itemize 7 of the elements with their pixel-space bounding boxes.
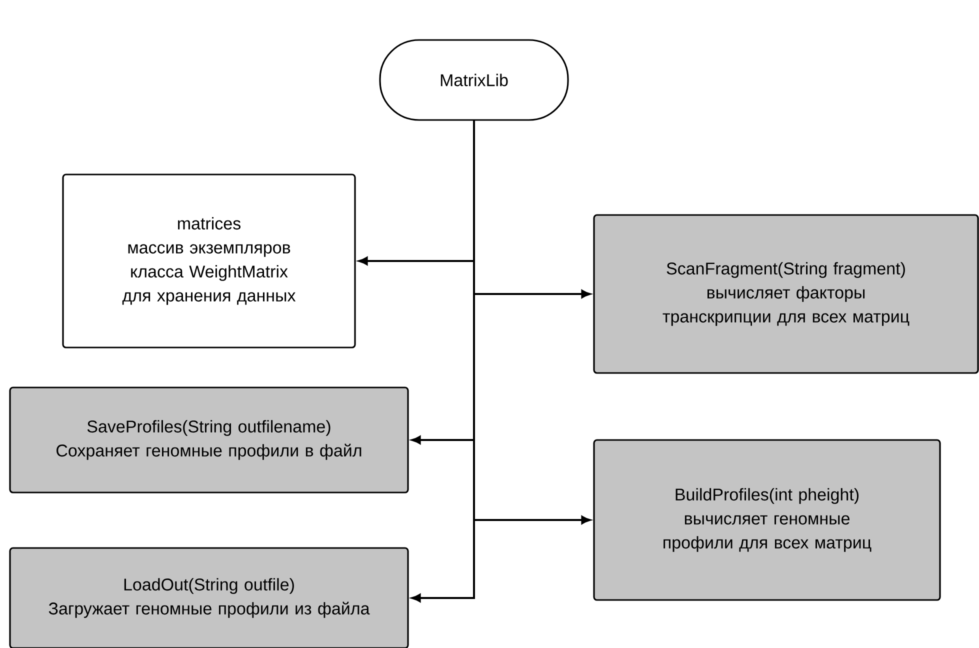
method-box: SaveProfiles(String outfilename) Сохраняет геномные профили в файл bbox=[9, 386, 409, 494]
arrow bbox=[412, 120, 475, 602]
method-box: BuildProfiles(int pheight) вычисляет геномные профили для всех матриц bbox=[593, 439, 941, 601]
method-box: ScanFragment(String fragment) вычисляет факторы транскрипции для всех матриц bbox=[593, 214, 979, 374]
method-box: LoadOut(String outfile) Загружает геномные профили из файла bbox=[9, 547, 409, 648]
data-box: matrices массив экземпляров класса WeightMatrix для хранения данных bbox=[62, 174, 356, 348]
root-pill: MatrixLib bbox=[379, 39, 569, 121]
